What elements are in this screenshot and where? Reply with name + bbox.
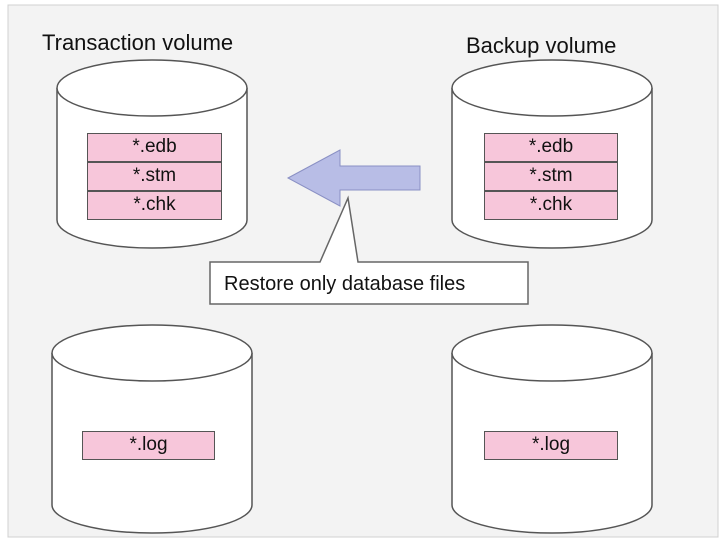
backup-volume-title: Backup volume xyxy=(466,33,617,58)
callout-box xyxy=(209,195,529,305)
backup-chk-file: *.chk xyxy=(484,191,618,220)
transaction-edb-file: *.edb xyxy=(87,133,222,162)
transaction-stm-file: *.stm xyxy=(87,162,222,191)
restore-arrow xyxy=(286,149,421,207)
transaction-log-cylinder xyxy=(51,324,253,534)
transaction-chk-file: *.chk xyxy=(87,191,222,220)
transaction-volume-title: Transaction volume xyxy=(42,30,234,55)
backup-log-cylinder xyxy=(451,324,653,534)
backup-stm-file: *.stm xyxy=(484,162,618,191)
backup-edb-file: *.edb xyxy=(484,133,618,162)
backup-log-file: *.log xyxy=(484,431,618,460)
transaction-log-file: *.log xyxy=(82,431,215,460)
restore-callout-text: Restore only database files xyxy=(224,273,466,295)
